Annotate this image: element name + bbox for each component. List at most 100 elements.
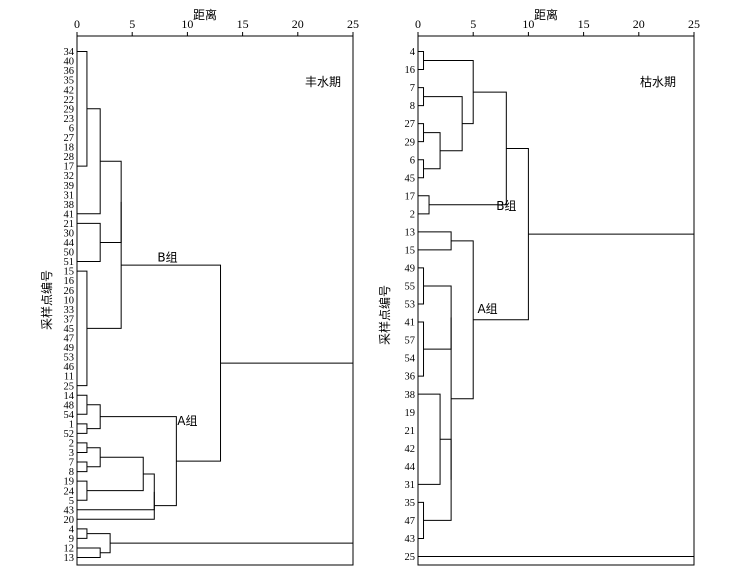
wet-season-leaf-label: 30	[64, 228, 75, 239]
dry-season-cluster-link	[423, 438, 452, 521]
dry-season-cluster-link	[473, 147, 529, 321]
dry-season-x-tick-label: 25	[688, 17, 700, 31]
wet-season-cluster-link	[77, 461, 88, 473]
wet-season-leaf-label: 54	[64, 410, 75, 421]
wet-season-y-axis-label: 采样点编号	[39, 270, 54, 330]
wet-season-leaf-label: 6	[69, 123, 74, 134]
dry-season-cluster-link	[423, 285, 452, 350]
wet-season-cluster-link	[77, 270, 88, 387]
wet-season-leaf-label: 18	[64, 143, 75, 154]
dry-season-cluster-link	[423, 132, 441, 170]
wet-season-plot-frame	[76, 35, 354, 566]
dry-season-leaf-label: 31	[405, 480, 416, 491]
wet-season-cluster-link	[77, 394, 88, 415]
dry-season-leaf-label: 21	[405, 426, 416, 437]
dry-season-cluster-link	[418, 51, 425, 71]
dry-season-group-annotation: A组	[477, 302, 497, 316]
wet-season-cluster-link	[86, 456, 144, 492]
dry-season-cluster-link	[451, 240, 474, 400]
wet-season-x-tick-label: 25	[347, 17, 359, 31]
dry-season-cluster-link	[418, 233, 695, 557]
dry-season-plot-frame	[417, 35, 695, 566]
wet-season-leaf-label: 11	[64, 372, 74, 383]
dry-season-leaf-label: 2	[410, 209, 415, 220]
dry-season-leaf-label: 43	[405, 534, 416, 545]
wet-season-leaf-label: 20	[64, 515, 75, 526]
dry-season-leaf-label: 42	[405, 444, 416, 455]
dry-season-cluster-link	[418, 87, 425, 107]
wet-season-leaf-label: 24	[64, 486, 75, 497]
wet-season-cluster-link	[100, 160, 122, 243]
dry-season-x-tick-label: 20	[633, 17, 645, 31]
dry-season-cluster-link	[418, 123, 425, 143]
dry-season-x-tick-label: 0	[415, 17, 421, 31]
dry-season-leaf-label: 36	[405, 372, 416, 383]
wet-season-cluster-link	[77, 51, 88, 167]
dry-season-cluster-link	[423, 60, 474, 125]
wet-season-leaf-label: 22	[64, 95, 75, 106]
dry-season-cluster-link	[418, 501, 425, 539]
wet-season-cluster-link	[77, 528, 88, 539]
wet-season-leaf-label: 39	[64, 181, 75, 192]
wet-season-leaf-label: 12	[64, 544, 75, 555]
wet-season-leaf-label: 42	[64, 85, 75, 96]
dry-season-leaf-label: 54	[405, 354, 416, 365]
wet-season-leaf-label: 2	[69, 439, 74, 450]
wet-season-leaf-label: 19	[64, 477, 75, 488]
wet-season-x-tick-label: 15	[237, 17, 249, 31]
wet-season-cluster-link	[86, 533, 111, 554]
dry-season-group-annotation: B组	[496, 199, 516, 213]
wet-season-leaf-label: 52	[64, 429, 75, 440]
wet-season-leaf-label: 47	[64, 334, 75, 345]
wet-season-leaf-label: 35	[64, 76, 75, 87]
wet-season-leaf-label: 44	[64, 238, 75, 249]
wet-season-leaf-label: 37	[64, 314, 75, 325]
wet-season-x-tick-label: 5	[129, 17, 135, 31]
wet-season-leaf-label: 51	[64, 257, 75, 268]
wet-season-leaf-label: 8	[69, 467, 74, 478]
wet-season-leaf-label: 25	[64, 381, 75, 392]
wet-season-leaf-label: 32	[64, 171, 75, 182]
dry-season-cluster-link	[418, 321, 425, 377]
dry-season-leaf-label: 41	[405, 318, 416, 329]
dry-season-cluster-link	[418, 159, 425, 179]
dry-season-leaf-label: 49	[405, 264, 416, 275]
wet-season-cluster-link	[77, 473, 155, 511]
dry-season-y-axis-label: 采样点编号	[377, 285, 392, 345]
dry-season-cluster-link	[418, 195, 430, 215]
wet-season-x-tick-label: 10	[181, 17, 193, 31]
wet-season-leaf-label: 7	[69, 458, 74, 469]
dry-season-x-tick-label: 5	[470, 17, 476, 31]
wet-season-leaf-label: 21	[64, 219, 75, 230]
wet-season-leaf-label: 31	[64, 190, 75, 201]
dry-season-leaf-label: 15	[405, 245, 416, 256]
dry-season-x-axis-label: 距离	[534, 7, 558, 22]
wet-season-leaf-label: 9	[69, 534, 74, 545]
wet-season-leaf-label: 14	[64, 391, 75, 402]
dry-season-leaf-label: 38	[405, 390, 416, 401]
wet-season-leaf-label: 45	[64, 324, 75, 335]
wet-season-group-annotation: A组	[177, 414, 197, 428]
dry-season-leaf-label: 47	[405, 516, 416, 527]
dry-season-leaf-label: 44	[405, 462, 416, 473]
wet-season-leaf-label: 53	[64, 353, 75, 364]
dry-season-period-title: 枯水期	[640, 74, 676, 89]
wet-season-leaf-label: 13	[64, 553, 75, 564]
wet-season-cluster-link	[86, 404, 101, 430]
dry-season-leaf-label: 55	[405, 282, 416, 293]
wet-season-leaf-label: 4	[69, 524, 75, 535]
wet-season-cluster-link	[77, 423, 88, 434]
wet-season-leaf-label: 36	[64, 66, 75, 77]
dry-season-cluster-link	[418, 393, 441, 485]
wet-season-leaf-label: 34	[64, 47, 75, 58]
wet-season-leaf-label: 29	[64, 104, 75, 115]
dry-season-cluster-link	[418, 231, 452, 251]
dry-season-leaf-label: 27	[405, 119, 416, 130]
wet-season-leaf-label: 5	[69, 496, 74, 507]
dry-season-leaf-label: 45	[405, 173, 416, 184]
wet-season-leaf-label: 38	[64, 200, 75, 211]
wet-season-cluster-link	[110, 362, 354, 544]
wet-season-cluster-link	[77, 108, 101, 215]
dry-season-leaf-label: 8	[410, 101, 415, 112]
